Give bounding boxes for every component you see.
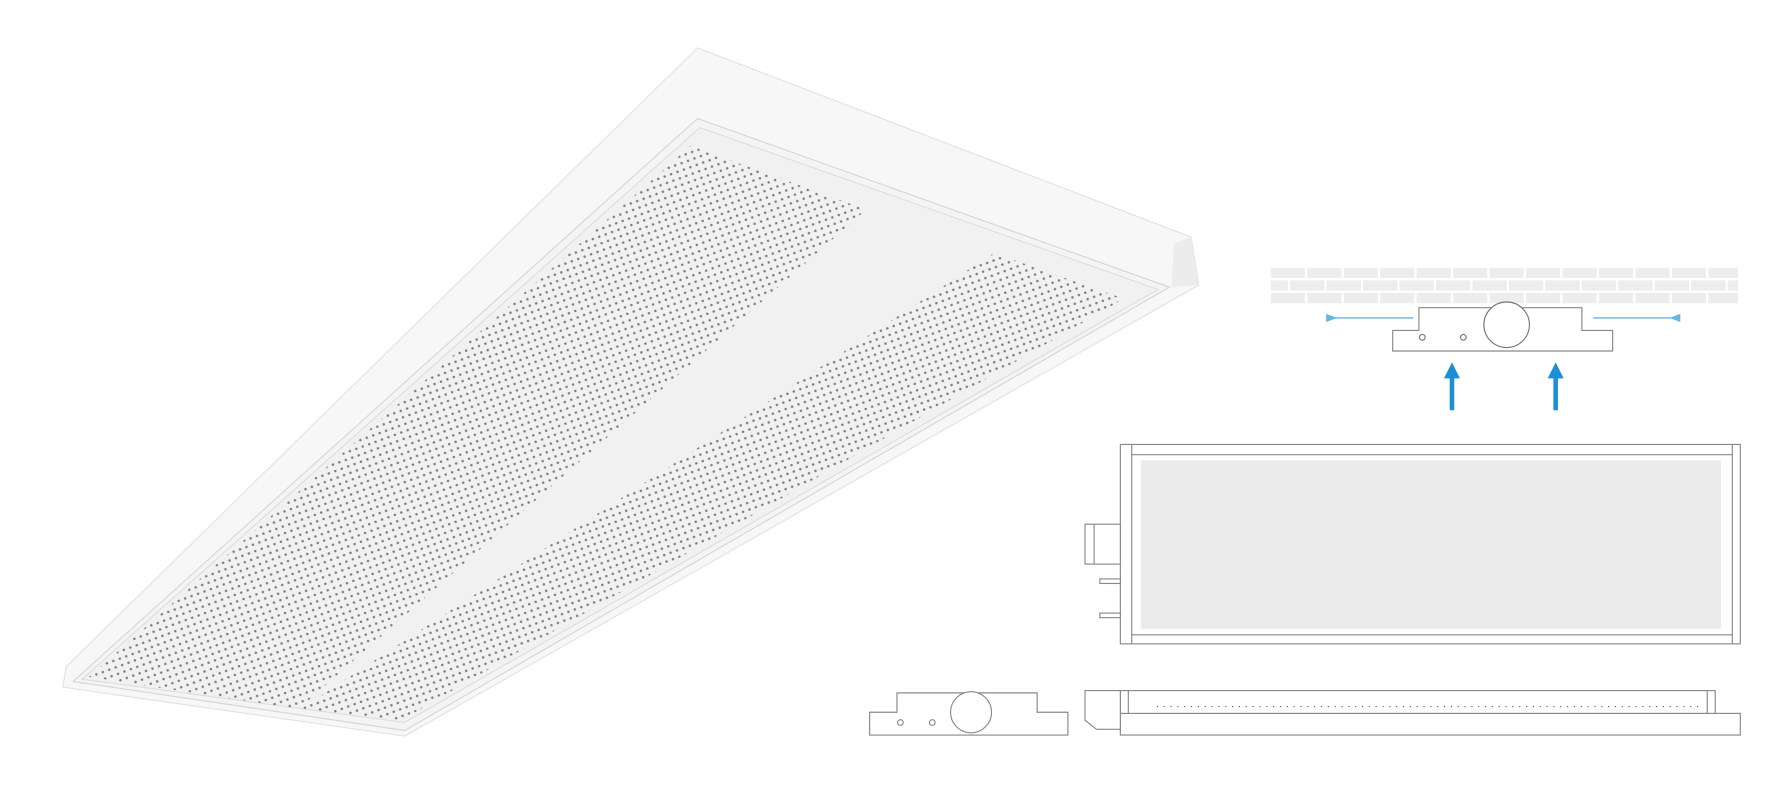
end-elevation-drawing <box>869 691 1069 736</box>
wall-section-drawing <box>1270 267 1739 411</box>
brick <box>1399 280 1434 291</box>
brick <box>1363 280 1398 291</box>
brick <box>1635 267 1670 279</box>
brick <box>1526 267 1561 279</box>
brick <box>1562 267 1597 279</box>
brick <box>1290 280 1325 291</box>
brick <box>1654 280 1689 291</box>
brick <box>1489 267 1524 279</box>
brick <box>1618 280 1653 291</box>
side-elevation-drawing <box>1084 690 1741 736</box>
brick <box>1635 292 1670 304</box>
brick <box>1270 267 1305 279</box>
duct-connector <box>1483 301 1531 349</box>
brick <box>1489 292 1524 304</box>
housing-side <box>1171 237 1199 288</box>
brick <box>1691 280 1726 291</box>
brick <box>1708 267 1739 279</box>
brick <box>1526 292 1561 304</box>
brick <box>1598 267 1634 279</box>
brick <box>1727 280 1739 291</box>
brick <box>1380 292 1415 304</box>
brick <box>1343 267 1378 279</box>
brick <box>1307 292 1342 304</box>
brick <box>1562 292 1597 304</box>
brick-wall <box>1270 267 1739 304</box>
duct-spigot <box>1084 523 1121 565</box>
arrow-up-icon <box>1443 362 1460 411</box>
brick <box>1380 267 1415 279</box>
screw <box>1459 333 1467 341</box>
perforated-strip-right <box>300 252 1124 721</box>
brick <box>1671 267 1707 279</box>
brick <box>1307 267 1342 279</box>
brick <box>1545 280 1580 291</box>
brick <box>1326 280 1361 291</box>
brick <box>1453 267 1488 279</box>
brick <box>1270 292 1305 304</box>
perforated-strip-left <box>89 145 867 709</box>
screw <box>1418 333 1426 341</box>
brick <box>1416 292 1451 304</box>
brick <box>1508 280 1544 291</box>
brick <box>1453 292 1488 304</box>
brick <box>1472 280 1507 291</box>
plan-view-drawing <box>1084 443 1741 645</box>
brick <box>1581 280 1617 291</box>
brick <box>1708 292 1739 304</box>
brick <box>1270 280 1288 291</box>
brick <box>1343 292 1378 304</box>
diffuser-render <box>62 47 1200 737</box>
brick <box>1436 280 1471 291</box>
brick <box>1671 292 1707 304</box>
brick <box>1598 292 1634 304</box>
arrow-up-icon <box>1547 362 1564 411</box>
brick <box>1416 267 1451 279</box>
